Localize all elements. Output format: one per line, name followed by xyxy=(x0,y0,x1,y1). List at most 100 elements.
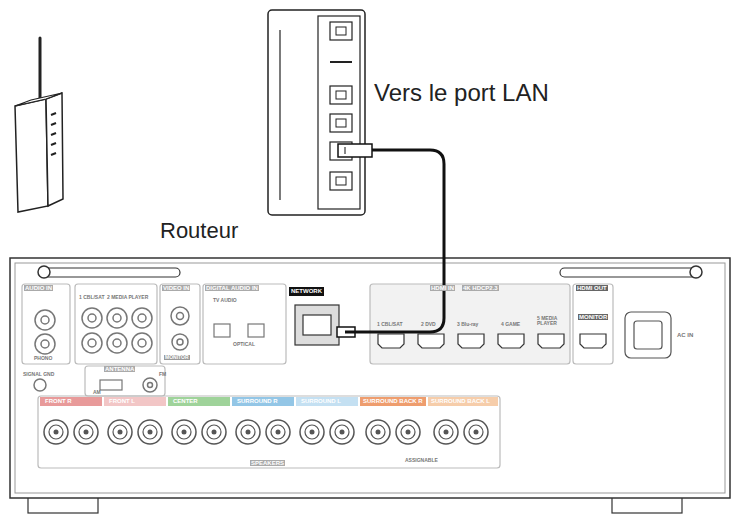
panel-ports-part xyxy=(458,334,484,348)
panel-label: TV AUDIO xyxy=(212,298,238,303)
panel-ports-part xyxy=(634,321,662,349)
router-caption: Routeur xyxy=(160,219,238,243)
speaker-terminals-part xyxy=(330,420,354,444)
receiver-body-part xyxy=(10,258,730,498)
panel-ports xyxy=(100,305,671,390)
router-panel-part xyxy=(268,10,365,215)
speaker-terminals-part xyxy=(108,420,132,444)
rca-jacks-part xyxy=(171,307,189,325)
panel-label: CENTER xyxy=(172,398,199,404)
rca-jacks-part xyxy=(107,333,127,353)
speaker-terminals-part xyxy=(396,420,420,444)
cable-label: Vers le port LAN xyxy=(374,80,549,106)
panel-label: AUDIO IN xyxy=(24,285,53,291)
rear-panel-part xyxy=(370,284,570,364)
panel-label: FRONT R xyxy=(44,398,73,404)
receiver-body-part xyxy=(38,266,50,278)
rear-panel-part xyxy=(573,284,613,364)
speaker-terminals-part xyxy=(366,420,390,444)
rear-panel-part xyxy=(75,284,157,364)
panel-label: SURROUND L xyxy=(300,398,342,404)
panel-label: 2 DVD xyxy=(420,322,437,327)
panel-ports-part xyxy=(538,334,564,348)
rca-jacks-part xyxy=(177,313,184,320)
panel-label: MONITOR xyxy=(164,355,190,360)
panel-ports-part xyxy=(100,380,122,390)
receiver-body-part xyxy=(560,268,700,277)
router-panel-part xyxy=(336,27,346,35)
router-panel-part xyxy=(330,22,352,40)
panel-label: FM xyxy=(158,372,167,377)
router-icon-part xyxy=(15,93,62,106)
router-icon xyxy=(15,38,63,212)
panel-label: 1 CBL/SAT xyxy=(376,322,403,327)
router-icon-part xyxy=(51,153,56,155)
router-panel-part xyxy=(336,119,346,127)
router-panel-part xyxy=(336,177,346,185)
router-panel-part xyxy=(279,30,280,200)
receiver-body-part xyxy=(28,497,98,513)
network-port: NETWORK xyxy=(288,287,345,357)
speaker-header-bands-part xyxy=(232,397,294,406)
speaker-header-bands-part xyxy=(360,397,426,406)
speaker-terminals-part xyxy=(236,420,260,444)
rca-jacks-part xyxy=(143,378,157,392)
rear-panel-part xyxy=(85,366,165,396)
router-icon-part xyxy=(46,93,63,206)
panel-label: OPTICAL xyxy=(232,342,256,347)
rca-jacks-part xyxy=(113,314,121,322)
speaker-header-bands-part xyxy=(428,397,498,406)
panel-ports-part xyxy=(498,334,524,348)
panel-label: 5 MEDIA PLAYER xyxy=(536,316,568,327)
panel-ports-part xyxy=(378,334,404,348)
rca-jacks-part xyxy=(35,334,55,354)
speaker-terminals-part xyxy=(202,420,226,444)
panel-label: 3 Blu-ray xyxy=(456,322,479,327)
speaker-terminals-part xyxy=(434,420,458,444)
panel-label: PHONO xyxy=(33,356,53,361)
speaker-header-bands-part xyxy=(40,397,102,406)
router-icon-part xyxy=(51,113,56,115)
rca-jacks-part xyxy=(172,334,188,350)
rca-jacks-part xyxy=(82,308,102,328)
panel-label: SURROUND BACK R xyxy=(362,398,424,404)
panel-label: SPEAKERS xyxy=(250,460,285,466)
rca-jacks-part xyxy=(138,339,146,347)
panel-ports-part xyxy=(337,327,355,337)
router-panel xyxy=(268,10,372,215)
rca-jacks-part xyxy=(88,339,96,347)
panel-ports-part xyxy=(418,334,444,348)
router-panel-part xyxy=(330,86,352,104)
router-icon-part xyxy=(51,133,56,135)
router-panel-part xyxy=(330,172,352,190)
port-label: NETWORK xyxy=(289,287,324,296)
speaker-header-bands-part xyxy=(296,397,358,406)
panel-label: HDMI OUT xyxy=(576,285,608,291)
panel-ports-part xyxy=(625,312,671,358)
rear-panel-part xyxy=(160,284,200,364)
panel-ports-part xyxy=(295,305,339,345)
panel-label: 4K HDCP2.3 xyxy=(462,285,499,291)
rca-jacks-part xyxy=(41,316,49,324)
panel-ports-part xyxy=(248,324,264,337)
speaker-terminals xyxy=(44,420,488,444)
speaker-terminals-part xyxy=(138,420,162,444)
receiver-body xyxy=(10,258,730,513)
rca-jacks xyxy=(34,307,189,392)
panel-ports-part xyxy=(580,334,606,348)
panel-label: MONITOR xyxy=(578,314,608,320)
panel-label: FRONT L xyxy=(108,398,136,404)
receiver-body-part xyxy=(690,266,702,278)
rca-jacks-part xyxy=(41,340,49,348)
router-panel-part xyxy=(330,61,352,63)
panel-label: AC IN xyxy=(676,332,694,338)
panel-label: ANTENNA xyxy=(104,366,135,372)
panel-label: 4 GAME xyxy=(500,322,521,327)
router-icon-part xyxy=(51,123,56,125)
rca-jacks-part xyxy=(34,379,46,391)
speaker-header-bands-part xyxy=(168,397,230,406)
router-panel-part xyxy=(336,91,346,99)
rca-jacks-part xyxy=(107,308,127,328)
panel-label: AM xyxy=(92,390,102,395)
